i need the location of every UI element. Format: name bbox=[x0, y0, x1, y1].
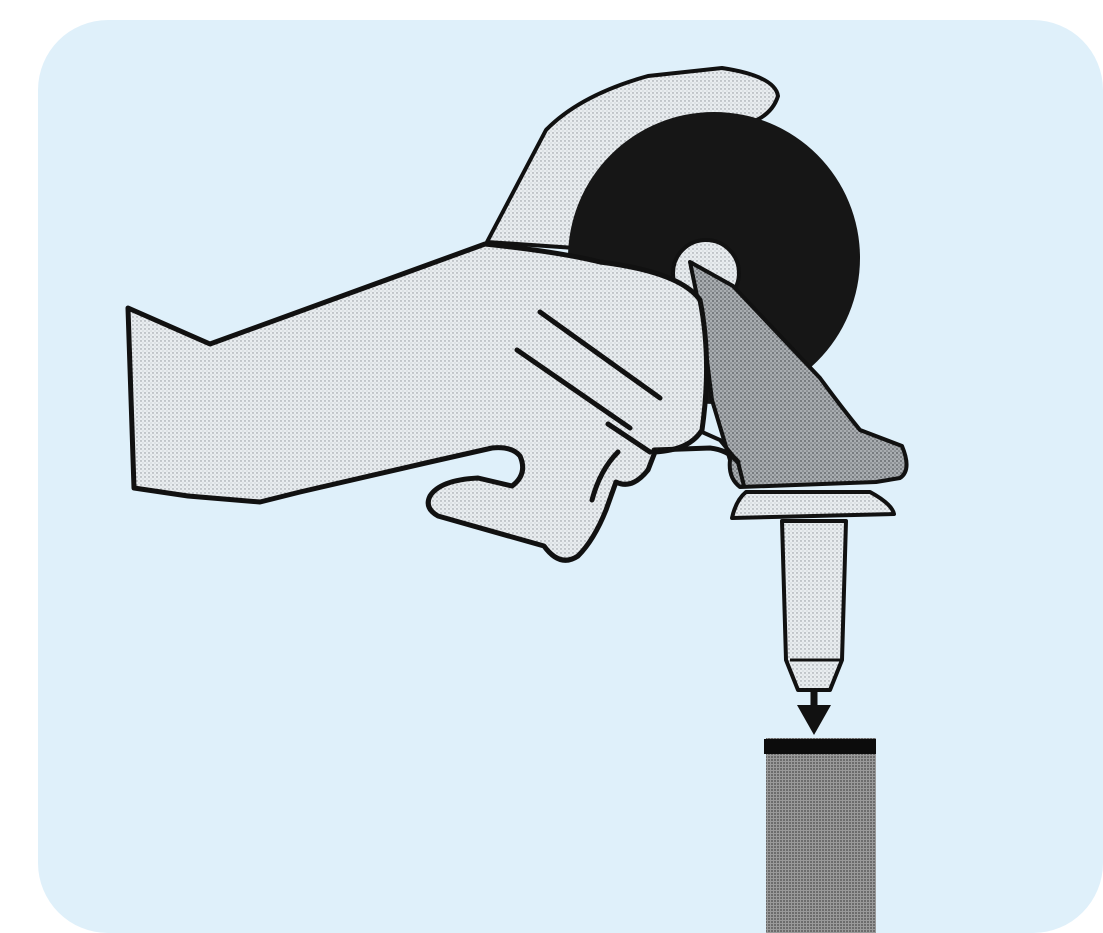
caster-flange bbox=[732, 492, 894, 518]
leg-socket bbox=[764, 738, 876, 933]
caster-stem bbox=[782, 521, 846, 690]
